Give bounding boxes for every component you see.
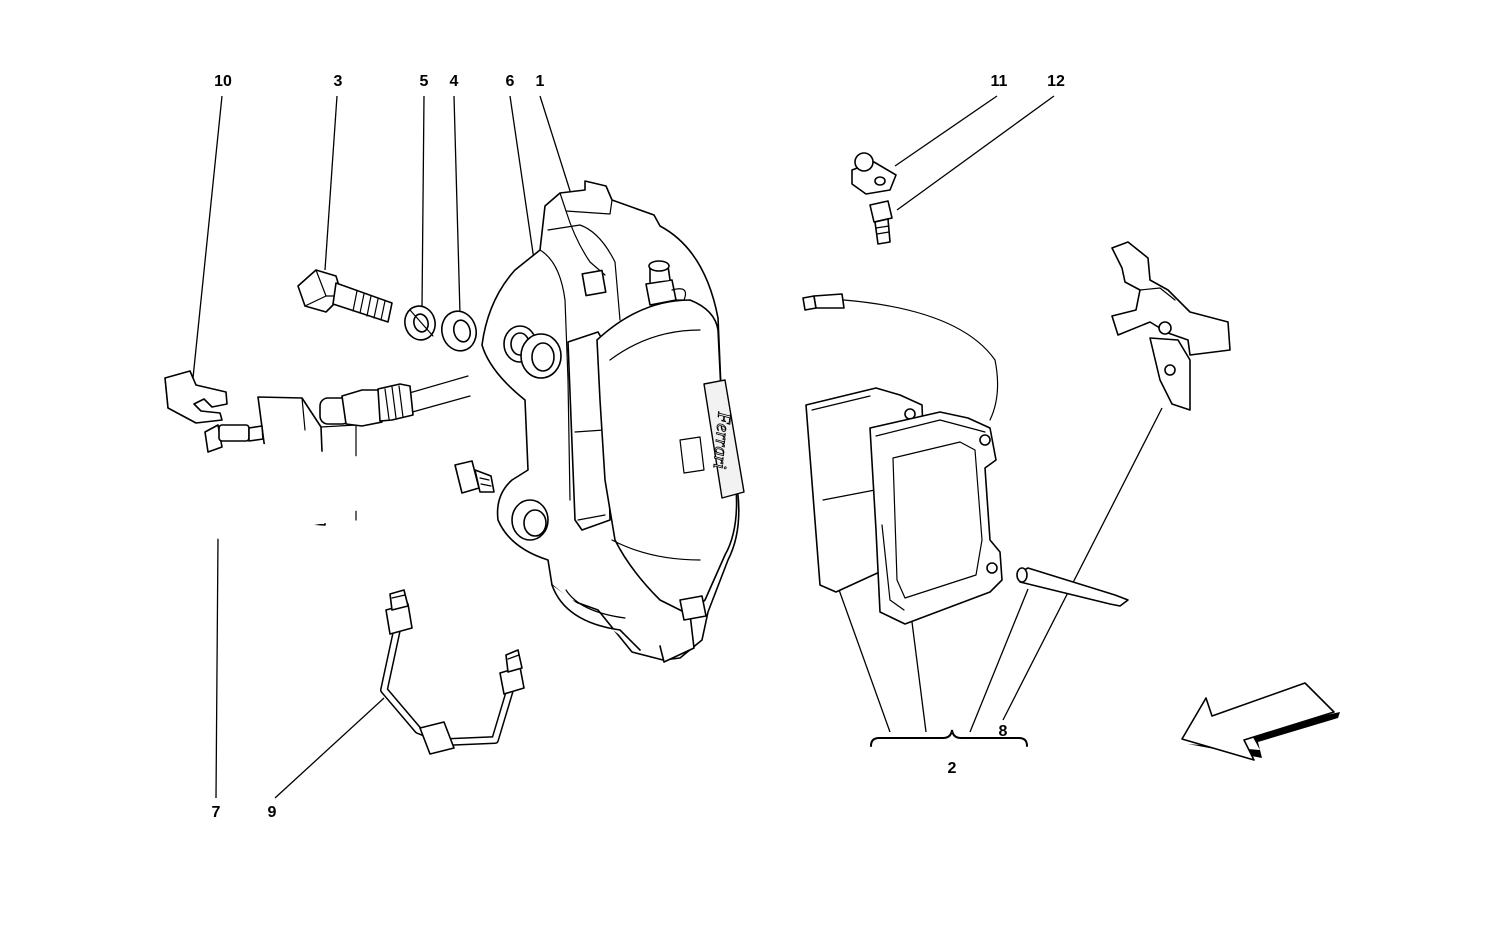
leader-4: [453, 95, 461, 315]
callout-4: 4: [450, 73, 459, 90]
brake-caliper: Ferrari: [481, 180, 745, 663]
callout-6: 6: [506, 73, 515, 90]
pad-spring: [1111, 241, 1231, 411]
leader-10: [192, 95, 223, 379]
callout-9: 9: [268, 804, 277, 821]
leader-2c: [969, 588, 1029, 733]
caliper-logo-text: Ferrari: [709, 410, 735, 470]
sensor-screw: [869, 200, 893, 245]
sensor-fitting: [851, 152, 897, 195]
mounting-bolt: [297, 269, 393, 323]
leader-5: [421, 95, 425, 309]
callout-5: 5: [420, 73, 429, 90]
callout-8: 8: [999, 723, 1008, 740]
callout-2-brace: [870, 729, 1028, 747]
pad-retaining-pin: [1016, 567, 1129, 607]
leader-3: [324, 95, 338, 271]
callout-11: 11: [991, 73, 1008, 90]
flat-washer: [440, 310, 478, 352]
direction-arrow-icon: [1181, 682, 1340, 761]
callout-12: 12: [1047, 73, 1065, 90]
leader-1: [539, 95, 572, 195]
callout-2: 2: [948, 760, 957, 777]
brake-hose: [173, 424, 495, 541]
pad-wear-sensor: [802, 293, 999, 421]
leader-9: [274, 697, 385, 799]
callout-7: 7: [212, 804, 221, 821]
leader-2b: [911, 621, 927, 733]
leader-2a: [837, 586, 891, 733]
brake-pad-front: [869, 411, 1003, 625]
rigid-brake-pipe: [380, 589, 525, 755]
caliper-logo-plate: [703, 379, 745, 499]
callout-1: 1: [536, 73, 545, 90]
retaining-clip: [164, 370, 228, 424]
leader-11: [894, 95, 998, 167]
callout-10: 10: [214, 73, 232, 90]
leader-7: [215, 537, 219, 799]
brake-line-union: [319, 375, 471, 427]
leader-12: [896, 95, 1055, 211]
callout-3: 3: [334, 73, 343, 90]
leader-8: [1002, 407, 1163, 721]
lock-washer: [404, 305, 436, 341]
